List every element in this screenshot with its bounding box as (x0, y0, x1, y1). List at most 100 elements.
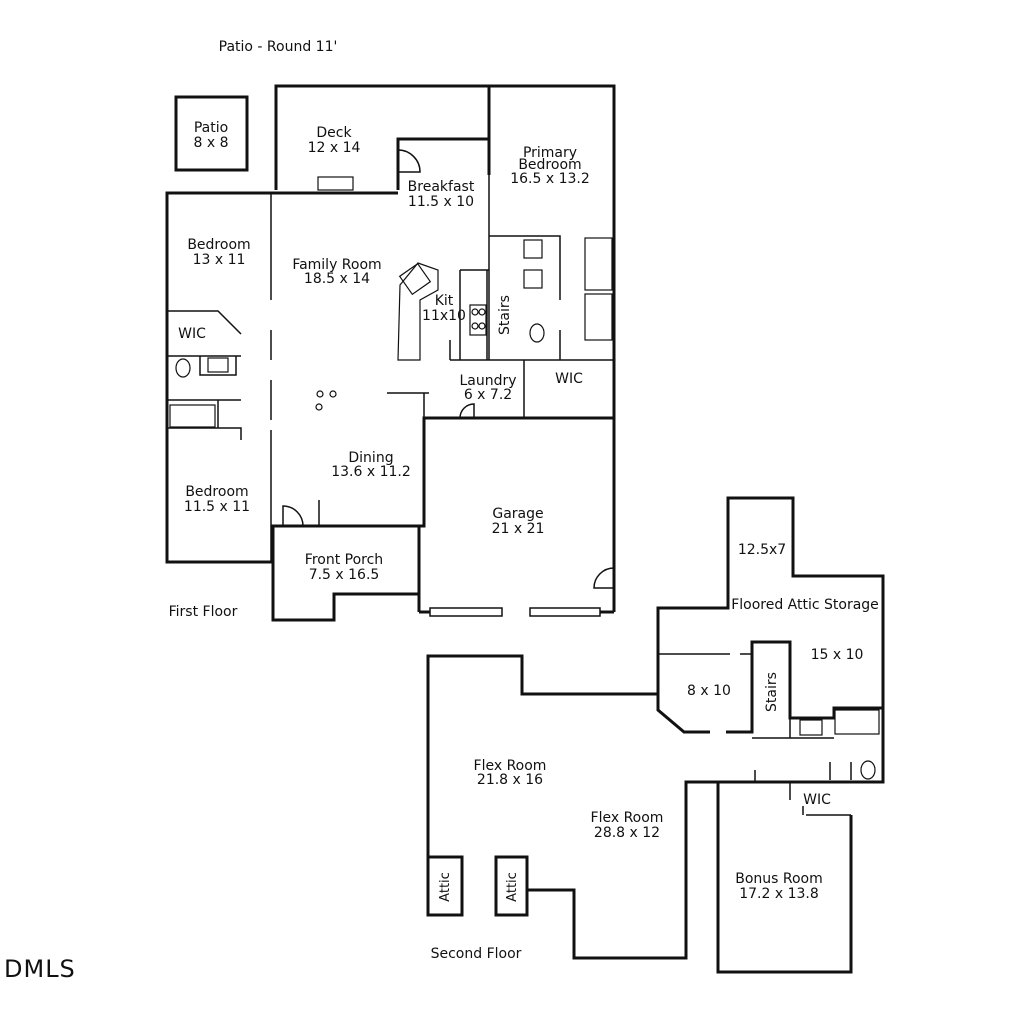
room-name: Flex Room (474, 758, 547, 774)
room-size: 28.8 x 12 (594, 825, 660, 841)
attic-8x10-size: 8 x 10 (687, 683, 731, 699)
kitchen-sink (398, 262, 432, 296)
upper-sink (799, 719, 823, 736)
attic-label-b: Attic (505, 872, 520, 902)
room-size: 8 x 8 (194, 135, 229, 151)
garage-side-door (593, 567, 615, 589)
room-name-2: Bedroom (518, 157, 581, 173)
bath-divider (752, 718, 834, 739)
room-dining: Dining 13.6 x 11.2 (331, 450, 411, 480)
second-floor-interior (658, 653, 880, 816)
room-bedroom-2: Bedroom 11.5 x 11 (184, 484, 250, 515)
deck-door (397, 149, 421, 173)
first-floor-label: First Floor (169, 604, 238, 620)
room-bonus: Bonus Room 17.2 x 13.8 (735, 871, 823, 902)
room-patio: Patio 8 x 8 (194, 120, 229, 151)
room-name: Dining (348, 450, 393, 466)
first-floor-interior (167, 175, 614, 562)
attic-small-size: 12.5x7 (738, 542, 786, 558)
first-floor-fixtures (169, 176, 613, 428)
room-name: Flex Room (591, 810, 664, 826)
laundry-door (459, 403, 475, 419)
upper-toilet (860, 760, 876, 780)
second-floor-label: Second Floor (431, 946, 522, 962)
room-name: Laundry (459, 373, 516, 389)
room-kitchen: Kit 11x10 (422, 293, 466, 324)
bonus-outline (716, 782, 853, 974)
room-size: 16.5 x 13.2 (510, 171, 590, 187)
stairs-walls (459, 269, 489, 360)
room-name: Bonus Room (735, 871, 823, 887)
left-sink (207, 357, 229, 373)
room-name: Garage (492, 506, 543, 522)
left-toilet (175, 358, 191, 378)
room-size: 11x10 (422, 308, 466, 324)
room-name: Bedroom (185, 484, 248, 500)
primary-tub (584, 237, 613, 291)
upper-tub (834, 709, 880, 735)
bath-left-walls (167, 399, 242, 440)
deck-outline (274, 84, 491, 190)
stairs-label-1: Stairs (497, 295, 513, 335)
patio-outline (174, 95, 249, 172)
porch-door (282, 505, 304, 527)
room-size: 21 x 21 (492, 521, 545, 537)
room-size: 21.8 x 16 (477, 772, 543, 788)
first-floor-walls (165, 84, 616, 622)
flex2-outline (527, 780, 718, 960)
house-outline-left (165, 191, 398, 564)
attic-a-box (426, 855, 464, 917)
attic-b-box (494, 855, 529, 917)
patio-note: Patio - Round 11' (219, 39, 338, 55)
primary-shower (584, 293, 613, 341)
dining-laundry-walls (387, 340, 451, 418)
room-name-1: Primary (523, 145, 577, 161)
wic2-walls (754, 770, 851, 816)
stairs-label-2: Stairs (764, 672, 780, 712)
room-size: 11.5 x 11 (184, 499, 250, 515)
room-size: 6 x 7.2 (464, 387, 512, 403)
room-name: Breakfast (408, 179, 475, 195)
room-size: 11.5 x 10 (408, 194, 474, 210)
room-size: 13 x 11 (193, 252, 246, 268)
room-family: Family Room 18.5 x 14 (292, 257, 381, 287)
wic-laundry-walls (450, 359, 614, 418)
primary-sink-2 (523, 269, 543, 289)
porch-garage-outline (271, 416, 614, 622)
kitchen-island (397, 262, 439, 361)
second-floor-walls (426, 496, 885, 974)
room-name: Deck (316, 125, 352, 141)
left-tub (169, 404, 216, 428)
room-name: Patio (194, 120, 228, 136)
room-flex-1: Flex Room 21.8 x 16 (474, 758, 547, 788)
room-size: 17.2 x 13.8 (739, 886, 819, 902)
room-size: 7.5 x 16.5 (309, 567, 380, 583)
house-outline-right (489, 84, 616, 612)
room-bedroom-1: Bedroom 13 x 11 (187, 237, 250, 268)
flex-outline-upper (426, 654, 710, 915)
room-breakfast: Breakfast 11.5 x 10 (408, 179, 475, 210)
wic-left-walls (167, 310, 242, 357)
room-size: 13.6 x 11.2 (331, 464, 411, 480)
fireplace (317, 176, 354, 191)
room-name: Front Porch (305, 552, 383, 568)
floored-attic-outline (656, 496, 885, 708)
room-front-porch: Front Porch 7.5 x 16.5 (305, 552, 383, 583)
room-size: 12 x 14 (308, 140, 361, 156)
wic-label-1: WIC (178, 326, 206, 342)
room-name: Family Room (292, 257, 381, 273)
room-size: 18.5 x 14 (304, 271, 370, 287)
wic-label-2: WIC (803, 792, 831, 808)
attic-15x10-size: 15 x 10 (811, 647, 864, 663)
vanity-left (199, 356, 237, 376)
floored-attic-label: Floored Attic Storage (731, 597, 879, 613)
stove (469, 304, 487, 336)
wic-label-primary: WIC (555, 371, 583, 387)
bath2-walls (829, 762, 852, 780)
room-flex-2: Flex Room 28.8 x 12 (591, 810, 664, 841)
primary-toilet (529, 323, 545, 343)
primary-sink-1 (523, 239, 543, 259)
attic-bath-outline (718, 640, 885, 784)
room-deck: Deck 12 x 14 (308, 125, 361, 156)
